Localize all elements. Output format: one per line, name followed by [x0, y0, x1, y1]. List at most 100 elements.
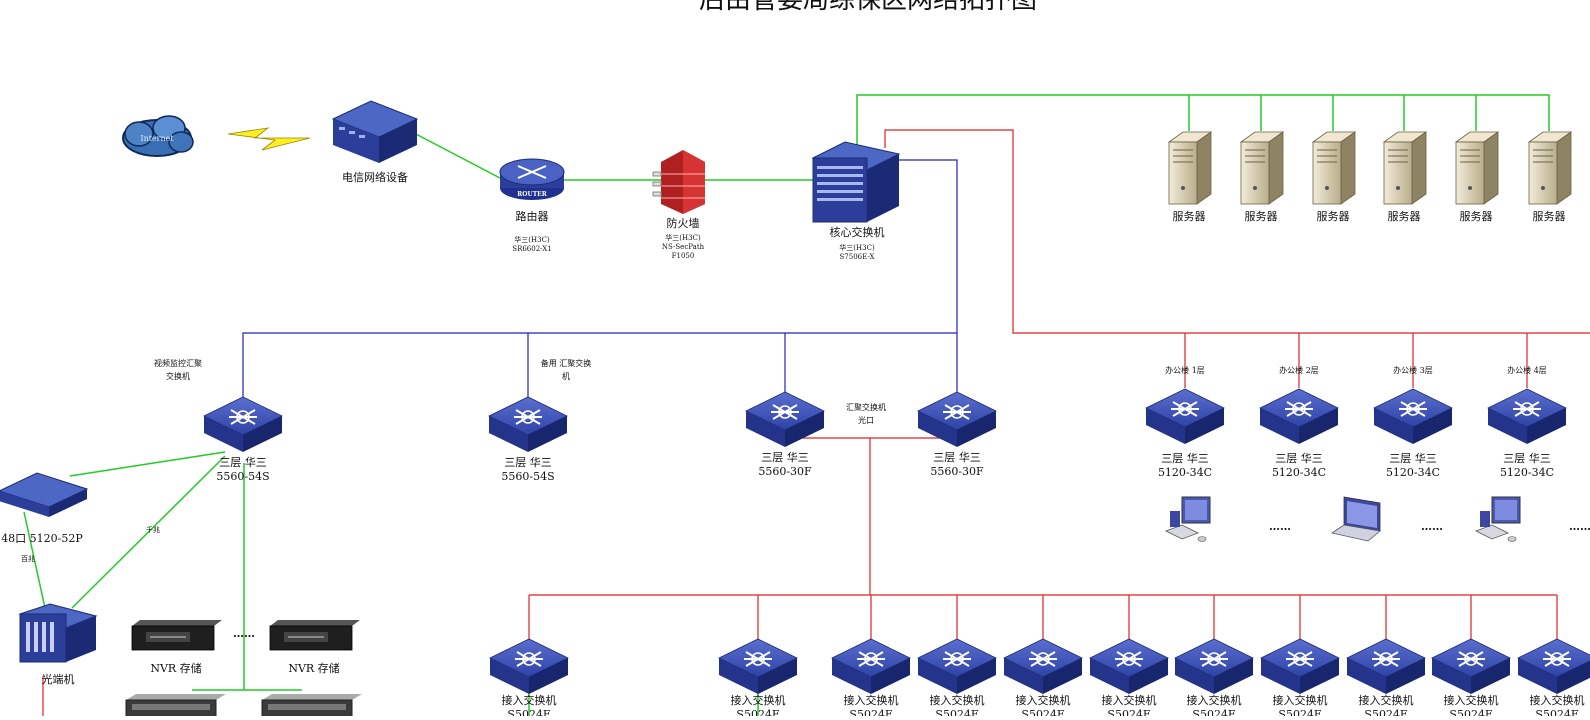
nvr-storage-label-1: NVR 存储	[150, 661, 201, 675]
video-agg-caption-2: 交换机	[166, 371, 190, 381]
access-switch-icon	[1089, 638, 1169, 695]
backup-agg-caption-2: 机	[562, 371, 570, 381]
office-switch-icon	[1487, 388, 1567, 445]
server-label: 服务器	[1245, 210, 1278, 223]
server-icon	[1240, 131, 1284, 205]
agg-pair-caption-1: 汇聚交换机	[846, 402, 886, 412]
server-group: 服务器服务器服务器服务器服务器服务器	[1168, 131, 1572, 223]
office-switch-line1: 三层 华三	[1275, 451, 1323, 465]
access-switch-icon	[1346, 638, 1426, 695]
diagram-title: 后由管委局综保区网络拓扑图	[699, 0, 1037, 15]
office-switch-line1: 三层 华三	[1389, 451, 1437, 465]
link-100m-label: 百兆	[21, 554, 35, 563]
lightning-bolt-icon	[227, 127, 311, 151]
router-badge: ROUTER	[517, 191, 547, 198]
server-6: 服务器	[1528, 131, 1572, 223]
nvr-storage-icon-2	[269, 619, 361, 651]
access-switch-icon	[917, 638, 997, 695]
access-switch-label: 接入交换机	[930, 693, 985, 707]
link-gigabit-label: 千兆	[146, 525, 160, 534]
core-switch-model: S7506E-X	[840, 253, 875, 261]
nvr-storage-label-2: NVR 存储	[288, 661, 339, 675]
access-switch-icon	[1431, 638, 1511, 695]
video-agg-line1: 三层 华三	[219, 455, 267, 469]
server-icon	[1528, 131, 1572, 205]
backup-agg-caption-1: 备用 汇聚交换	[541, 358, 592, 368]
video-agg-line2: 5560-54S	[216, 470, 269, 483]
server-label: 服务器	[1460, 210, 1493, 223]
rack-server-icon-2	[261, 693, 363, 720]
access-switch-label: 接入交换机	[731, 693, 786, 707]
nvr-storage-icon-1	[131, 619, 223, 651]
access-switch-model: S5024F	[849, 708, 893, 716]
office-floor-label: 办公楼 2层	[1279, 365, 1319, 375]
server-2: 服务器	[1240, 131, 1284, 223]
server-1: 服务器	[1168, 131, 1212, 223]
access-switch-icon	[489, 638, 569, 695]
48-port-switch-label: 48口 5120-52P	[1, 532, 83, 545]
access-switch-icon	[1260, 638, 1340, 695]
48-port-switch-icon	[0, 472, 89, 517]
link-48port-optical	[23, 511, 46, 609]
access-switch-model: S5024F	[1278, 708, 1322, 716]
office-switch-line1: 三层 华三	[1161, 451, 1209, 465]
agg-right-30f-switch-icon	[917, 391, 997, 448]
agg-left-30f-line1: 三层 华三	[761, 450, 809, 464]
backup-agg-line1: 三层 华三	[504, 455, 552, 469]
access-switch-model: S5024F	[1107, 708, 1151, 716]
backup-agg-line2: 5560-54S	[501, 470, 554, 483]
firewall-vendor: 华三(H3C)	[665, 233, 701, 242]
router-icon: ROUTER	[499, 158, 565, 200]
server-5: 服务器	[1455, 131, 1499, 223]
link-core-server-bus	[856, 94, 1550, 148]
access-switch-label: 接入交换机	[1273, 693, 1328, 707]
office-floor-label: 办公楼 4层	[1507, 365, 1547, 375]
agg-pair-caption-2: 光口	[858, 415, 874, 425]
access-switch-icon	[1003, 638, 1083, 695]
desktop-pc-icon-2	[1475, 496, 1521, 542]
telecom-label: 电信网络设备	[342, 170, 408, 184]
office-switch-icon	[1259, 388, 1339, 445]
access-switch-model: S5024F	[1364, 708, 1408, 716]
access-switch-label: 接入交换机	[844, 693, 899, 707]
core-switch-label: 核心交换机	[830, 225, 885, 239]
agg-left-30f-line2: 5560-30F	[758, 465, 812, 478]
desktop-pc-icon	[1165, 496, 1211, 542]
access-switch-model: S5024F	[1021, 708, 1065, 716]
core-switch-icon	[811, 141, 901, 223]
server-icon	[1383, 131, 1427, 205]
access-switch-icon	[831, 638, 911, 695]
server-label: 服务器	[1317, 210, 1350, 223]
access-switch-label: 接入交换机	[1359, 693, 1414, 707]
server-3: 服务器	[1312, 131, 1356, 223]
access-switch-label: 接入交换机	[502, 693, 557, 707]
office-switch-icon	[1373, 388, 1453, 445]
optical-transceiver-label: 光端机	[42, 672, 75, 686]
office-switch-line2: 5120-34C	[1158, 466, 1212, 479]
access-switch-group: 接入交换机S5024F接入交换机S5024F接入交换机S5024F接入交换机S5…	[489, 638, 1590, 720]
office-switch-line2: 5120-34C	[1272, 466, 1326, 479]
access-switch-icon	[718, 638, 798, 695]
access-switch-model: S5024F	[935, 708, 979, 716]
firewall-model2: F1050	[672, 252, 695, 260]
ellipsis-1: ……	[1269, 520, 1291, 533]
optical-transceiver-icon	[18, 603, 98, 663]
access-switch-model: S5024F	[1449, 708, 1493, 716]
agg-right-30f-line1: 三层 华三	[933, 450, 981, 464]
agg-right-30f-line2: 5560-30F	[930, 465, 984, 478]
internet-label: Internet	[140, 134, 174, 143]
firewall-label: 防火墙	[667, 216, 700, 230]
firewall-model: NS-SecPath	[662, 243, 705, 251]
access-switch-icon	[1174, 638, 1254, 695]
server-label: 服务器	[1173, 210, 1206, 223]
server-icon	[1168, 131, 1212, 205]
